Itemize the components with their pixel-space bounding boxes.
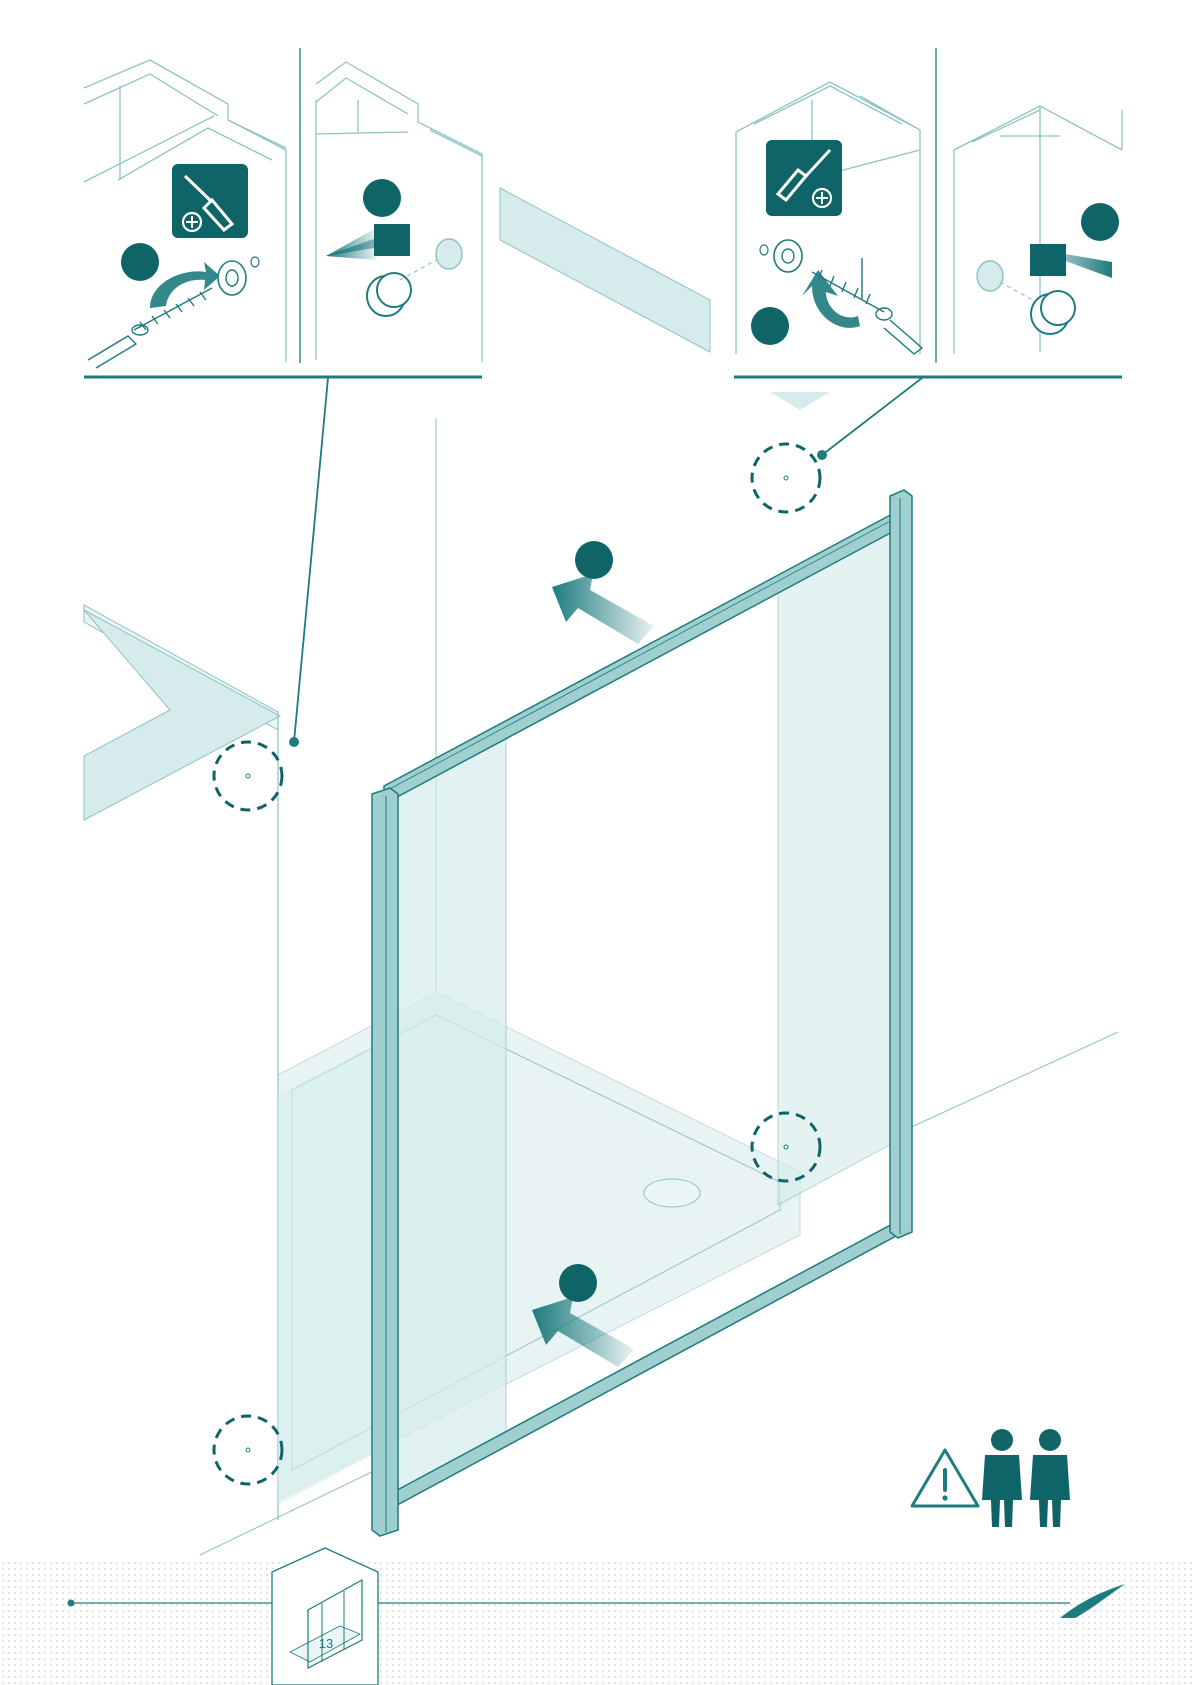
footer-halftone	[0, 1560, 1192, 1685]
cover-cap-icon	[1031, 291, 1075, 334]
step-marker	[1081, 203, 1119, 241]
push-arrow-top	[552, 541, 654, 644]
two-person-lift-icon	[982, 1429, 1070, 1527]
detail-left-screw	[84, 48, 286, 368]
sliding-door-frame	[372, 490, 912, 1536]
push-arrow-icon	[552, 574, 654, 644]
cover-cap-icon	[367, 273, 411, 316]
fixing-point-bottom-left	[214, 1416, 282, 1484]
fixing-point-top-right	[752, 444, 820, 512]
warning-two-person-group	[912, 1429, 1070, 1527]
screwdriver-plus-icon	[766, 140, 842, 216]
sliding-glass-panel	[396, 734, 506, 1498]
footer-rule-dot	[68, 1600, 75, 1607]
step-marker	[121, 243, 159, 281]
fixing-point-top-left	[214, 742, 282, 810]
detail-right-screw	[736, 82, 922, 354]
screw-head-icon	[436, 239, 462, 269]
left-wall-top	[84, 610, 280, 820]
detail-left-cap	[316, 62, 482, 362]
rotate-arrow-icon	[802, 270, 860, 328]
step-marker	[363, 179, 401, 217]
screwdriver-plus-icon	[172, 164, 248, 238]
drain	[644, 1179, 700, 1207]
detail-right-cap	[954, 106, 1122, 354]
fixed-glass-panel	[778, 518, 895, 1205]
step-marker	[751, 307, 789, 345]
left-wall-profile	[372, 788, 398, 1536]
step-marker-bottom	[559, 1264, 597, 1302]
page-number-tab: 13	[272, 1548, 378, 1685]
step-marker-top	[575, 541, 613, 579]
page-number: 13	[319, 1636, 333, 1651]
right-wall-profile	[890, 490, 912, 1238]
washer-icon	[760, 240, 802, 272]
screw-head-icon	[977, 261, 1003, 291]
